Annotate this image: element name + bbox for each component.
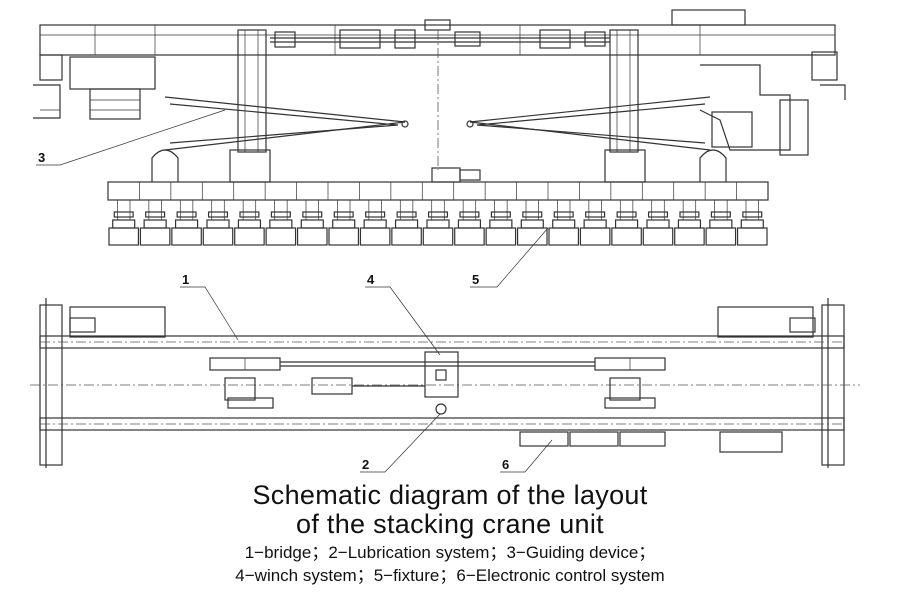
fixture-unit bbox=[453, 182, 485, 246]
plan-view: 1 4 2 6 bbox=[30, 272, 860, 473]
fixture-unit bbox=[327, 182, 360, 246]
top-cabinet bbox=[671, 9, 746, 26]
electronic-control-system bbox=[519, 431, 666, 447]
fixture-unit bbox=[264, 182, 297, 246]
fixture-unit bbox=[484, 182, 517, 246]
legend-line-2: 4−winch system；5−fixture；6−Electronic co… bbox=[235, 566, 665, 585]
label-3: 3 bbox=[38, 150, 45, 165]
fixture-unit bbox=[390, 182, 422, 246]
guiding-device bbox=[164, 96, 711, 151]
fixture-unit bbox=[579, 182, 611, 246]
fixture-unit bbox=[139, 182, 171, 246]
left-column bbox=[237, 29, 267, 153]
fixture-unit bbox=[736, 182, 768, 246]
fixture-unit bbox=[107, 182, 140, 246]
label-2: 2 bbox=[362, 457, 369, 472]
title-line-1: Schematic diagram of the layout bbox=[252, 480, 648, 510]
legend: 1−bridge；2−Lubrication system；3−Guiding … bbox=[0, 541, 900, 587]
title-line-2: of the stacking crane unit bbox=[296, 509, 604, 539]
fixture-unit bbox=[421, 182, 454, 246]
crane-layout-diagram: 3 5 bbox=[30, 9, 860, 473]
fixture-unit bbox=[610, 182, 642, 246]
fixture-unit bbox=[704, 182, 737, 246]
fixture-unit bbox=[547, 182, 580, 246]
winch-system bbox=[209, 351, 666, 415]
label-6: 6 bbox=[502, 457, 509, 472]
label-4: 4 bbox=[367, 272, 375, 287]
legend-line-1: 1−bridge；2−Lubrication system；3−Guiding … bbox=[244, 543, 656, 562]
fixture-unit bbox=[170, 182, 202, 246]
fixture-unit bbox=[516, 182, 548, 246]
fixture-unit bbox=[641, 182, 674, 246]
right-column bbox=[609, 29, 639, 153]
label-5: 5 bbox=[472, 272, 479, 287]
label-1: 1 bbox=[182, 272, 189, 287]
bridge-main-beams bbox=[39, 335, 845, 431]
diagram-title: Schematic diagram of the layout of the s… bbox=[0, 481, 900, 539]
fixture-beam bbox=[107, 181, 769, 201]
fixture-unit bbox=[359, 182, 391, 246]
fixture-unit bbox=[233, 182, 265, 246]
fixture-unit bbox=[201, 182, 234, 246]
bridge-girder-elevation bbox=[39, 24, 836, 56]
elevation-view: 3 5 bbox=[33, 9, 846, 288]
fixture-unit bbox=[296, 182, 328, 246]
fixture-units bbox=[107, 182, 768, 246]
fixture-unit bbox=[673, 182, 705, 246]
